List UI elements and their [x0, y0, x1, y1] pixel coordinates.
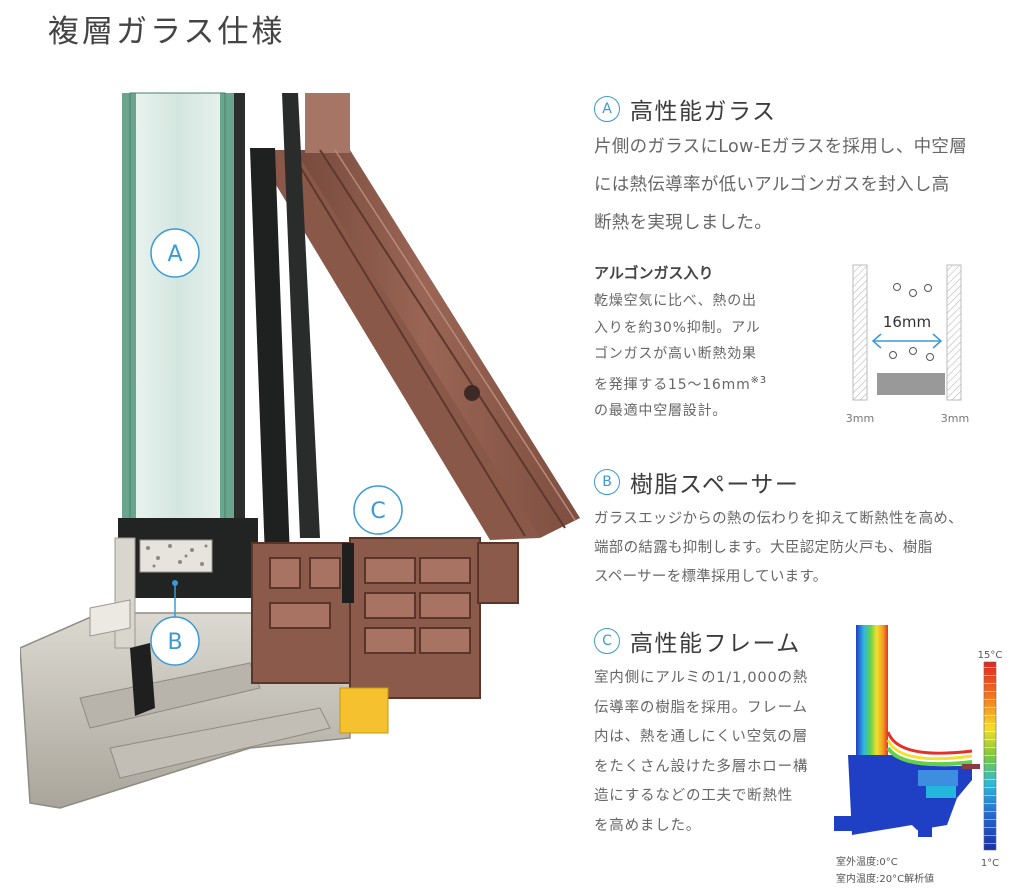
section-c-line: をたくさん設けた多層ホロー構 [594, 758, 809, 775]
thermal-analysis-figure: 15°C 1°C 室外温度:0°C 室内温度:20°C解析値 [834, 625, 1003, 885]
resin-spacer [139, 539, 213, 573]
yellow-insulation-block [339, 687, 389, 734]
right-glass-pane [946, 264, 962, 401]
svg-text:A: A [167, 242, 182, 267]
scale-max-label: 15°C [978, 650, 1003, 661]
indoor-temperature-label: 室内温度:20°C解析値 [836, 872, 934, 885]
callout-a: A [150, 228, 200, 278]
svg-text:C: C [370, 499, 385, 524]
section-b-heading: B 樹脂スペーサー [594, 465, 799, 499]
section-c-heading: C 高性能フレーム [594, 624, 801, 658]
scale-min-label: 1°C [981, 858, 999, 869]
section-c-title: 高性能フレーム [630, 631, 801, 657]
section-c-line: 内は、熱を通しにくい空気の層 [594, 729, 808, 745]
left-glass-pane [852, 264, 868, 401]
right-glass-thickness: 3mm [941, 412, 969, 425]
footnote-mark: ※3 [750, 374, 767, 386]
argon-gas-layer [136, 93, 220, 533]
argon-subheading: アルゴンガス入り [594, 264, 714, 282]
wood-frame-section [251, 537, 519, 699]
section-c-line: 造にするなどの工夫で断熱性 [594, 788, 794, 804]
screw-head [464, 385, 480, 401]
section-a-title: 高性能ガラス [630, 99, 777, 125]
argon-description: 乾燥空気に比べ、熱の出 入りを約30%抑制。アル ゴンガスが高い断熱効果 を発揮… [594, 288, 767, 425]
spacer-block [877, 373, 945, 395]
section-b-line: 端部の結露も抑制します。大臣認定防火戸も、樹脂 [594, 540, 933, 556]
sash-black-strip-2 [250, 148, 290, 558]
section-a-line: 断熱を実現しました。 [594, 213, 772, 233]
sash-black-strip-3 [282, 93, 320, 538]
section-c-description: 室内側にアルミの1/1,000の熱 伝導率の樹脂を採用。フレーム 内は、熱を通し… [594, 664, 808, 841]
heat-map-glass [856, 625, 888, 755]
section-a-line: には熱伝導率が低いアルゴンガスを封入し高 [594, 175, 950, 195]
argon-line: を発揮する15〜16mm※3 [594, 374, 767, 393]
left-glass-thickness: 3mm [846, 412, 874, 425]
section-c-line: 室内側にアルミの1/1,000の熱 [594, 670, 809, 686]
outer-glass-pane [122, 93, 136, 588]
callout-c: C [353, 485, 403, 535]
section-b-line: スペーサーを標準採用しています。 [594, 569, 828, 585]
section-a-description: 片側のガラスにLow-Eガラスを採用し、中空層 には熱伝導率が低いアルゴンガスを… [594, 128, 967, 242]
black-seal [342, 543, 354, 603]
section-b-title: 樹脂スペーサー [630, 472, 800, 498]
glass-gap-figure: 16mm 3mm 3mm [846, 264, 969, 425]
section-c-line: を高めました。 [594, 817, 702, 834]
gap-label: 16mm [883, 313, 931, 331]
section-a-heading: A 高性能ガラス [594, 92, 777, 126]
argon-line: 乾燥空気に比べ、熱の出 [594, 293, 757, 309]
section-a-badge: A [594, 96, 620, 122]
argon-line: の最適中空層設計。 [594, 403, 728, 419]
page-title: 複層ガラス仕様 [48, 14, 286, 50]
callout-b: B [150, 616, 200, 666]
section-b-description: ガラスエッジからの熱の伝わりを抑えて断熱性を高め、 端部の結露も抑制します。大臣… [594, 505, 963, 592]
section-b-badge: B [594, 469, 620, 495]
wall-surface [305, 93, 350, 153]
section-c-line: 伝導率の樹脂を採用。フレーム [594, 699, 808, 716]
argon-line: 入りを約30%抑制。アル [594, 319, 761, 336]
section-a-line: 片側のガラスにLow-Eガラスを採用し、中空層 [594, 137, 968, 157]
black-gasket [130, 643, 155, 716]
outdoor-temperature-label: 室外温度:0°C [836, 855, 898, 868]
inner-glass-pane [220, 93, 234, 588]
section-b-line: ガラスエッジからの熱の伝わりを抑えて断熱性を高め、 [594, 511, 963, 527]
window-cross-section-illustration: A B C [20, 92, 580, 809]
argon-line: ゴンガスが高い断熱効果 [594, 346, 757, 362]
svg-text:B: B [167, 630, 182, 655]
section-c-badge: C [594, 628, 620, 654]
